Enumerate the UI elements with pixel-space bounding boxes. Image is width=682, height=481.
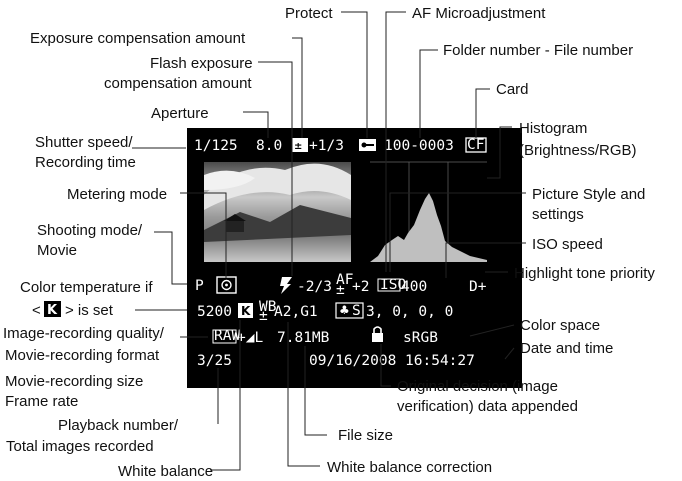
color-space-value: sRGB <box>403 330 438 346</box>
file-size-value: 7.81MB <box>277 330 330 346</box>
svg-text:WB: WB <box>259 299 277 315</box>
label-shooting-1: Shooting mode/ <box>37 222 143 239</box>
label-flash-comp-2: compensation amount <box>104 75 252 92</box>
svg-text:±: ± <box>336 282 345 298</box>
date-time-value: 09/16/2008 16:54:27 <box>309 353 475 369</box>
histogram <box>370 161 487 262</box>
picture-style-icon: ♣ S <box>335 302 364 319</box>
label-colortemp-post: > is set <box>65 302 114 319</box>
label-quality-4: Frame rate <box>5 393 78 410</box>
svg-text:±: ± <box>294 141 302 152</box>
label-quality-1: Image-recording quality/ <box>3 325 165 342</box>
label-original-2: verification) data appended <box>397 398 578 415</box>
wb-correction-value: A2,G1 <box>274 304 318 320</box>
label-shooting-2: Movie <box>37 242 77 259</box>
label-af-micro: AF Microadjustment <box>412 5 546 22</box>
label-white-balance: White balance <box>118 463 213 480</box>
label-picstyle-1: Picture Style and <box>532 186 645 203</box>
label-highlight: Highlight tone priority <box>514 265 655 282</box>
svg-text:K: K <box>241 304 251 318</box>
label-playback-1: Playback number/ <box>58 417 179 434</box>
label-protect: Protect <box>285 5 333 22</box>
label-color-space: Color space <box>520 317 600 334</box>
af-micro-icon: AF ± <box>336 272 353 298</box>
label-card: Card <box>496 81 529 98</box>
label-metering: Metering mode <box>67 186 167 203</box>
flash-compensation-icon <box>280 277 292 294</box>
color-temp-value: 5200 <box>197 304 232 320</box>
iso-icon: ISO <box>377 277 406 293</box>
label-original-1: Original decision (image <box>397 378 558 395</box>
leader-lines <box>132 11 526 471</box>
label-picstyle-2: settings <box>532 206 584 223</box>
highlight-tone-value: D+ <box>469 279 487 295</box>
label-colortemp-1: Color temperature if <box>20 279 153 296</box>
label-histogram-2: (Brightness/RGB) <box>519 142 637 159</box>
label-colortemp-pre: < <box>32 302 41 319</box>
playback-number-value: 3/25 <box>197 353 232 369</box>
label-folder-file: Folder number - File number <box>443 42 633 59</box>
label-shutter-1: Shutter speed/ <box>35 134 133 151</box>
af-micro-value: +2 <box>352 279 369 295</box>
svg-text:RAW: RAW <box>214 328 240 344</box>
label-file-size: File size <box>338 427 393 444</box>
exposure-comp-value: +1/3 <box>309 138 344 154</box>
label-playback-2: Total images recorded <box>6 438 154 455</box>
card-icon: CF <box>465 137 487 153</box>
exposure-comp-icon: ± <box>292 138 308 152</box>
shutter-speed-value: 1/125 <box>194 138 238 154</box>
label-aperture: Aperture <box>151 105 209 122</box>
svg-text:K: K <box>47 303 58 318</box>
iso-value: 400 <box>401 279 427 295</box>
folder-file-number: 100-0003 <box>384 138 454 154</box>
svg-text:AF: AF <box>336 272 353 288</box>
label-wb-correction: White balance correction <box>327 459 492 476</box>
svg-text:CF: CF <box>467 137 484 153</box>
kelvin-icon: K <box>238 303 253 318</box>
key-icon <box>359 139 376 151</box>
padlock-icon <box>372 326 383 342</box>
label-exposure-comp: Exposure compensation amount <box>30 30 246 47</box>
picture-style-value: 3, 0, 0, 0 <box>366 304 453 320</box>
quality-value: +◢L <box>237 330 263 346</box>
label-date-time: Date and time <box>520 340 613 357</box>
wb-shift-icon: WB ± <box>259 299 277 324</box>
label-shutter-2: Recording time <box>35 154 136 171</box>
label-iso: ISO speed <box>532 236 603 253</box>
raw-icon: RAW <box>212 328 240 344</box>
label-quality-2: Movie-recording format <box>5 347 160 364</box>
svg-text:♣: ♣ <box>340 303 349 319</box>
aperture-value: 8.0 <box>256 138 282 154</box>
image-thumbnail <box>204 162 351 262</box>
svg-text:±: ± <box>259 308 268 324</box>
svg-text:S: S <box>352 303 361 319</box>
flash-comp-value: -2/3 <box>297 279 332 295</box>
label-flash-comp-1: Flash exposure <box>150 55 253 72</box>
label-histogram-1: Histogram <box>519 120 587 137</box>
shooting-mode-value: P <box>195 278 204 294</box>
label-quality-3: Movie-recording size <box>5 373 143 390</box>
kelvin-label-icon: K <box>44 301 61 318</box>
svg-text:ISO: ISO <box>380 277 406 293</box>
